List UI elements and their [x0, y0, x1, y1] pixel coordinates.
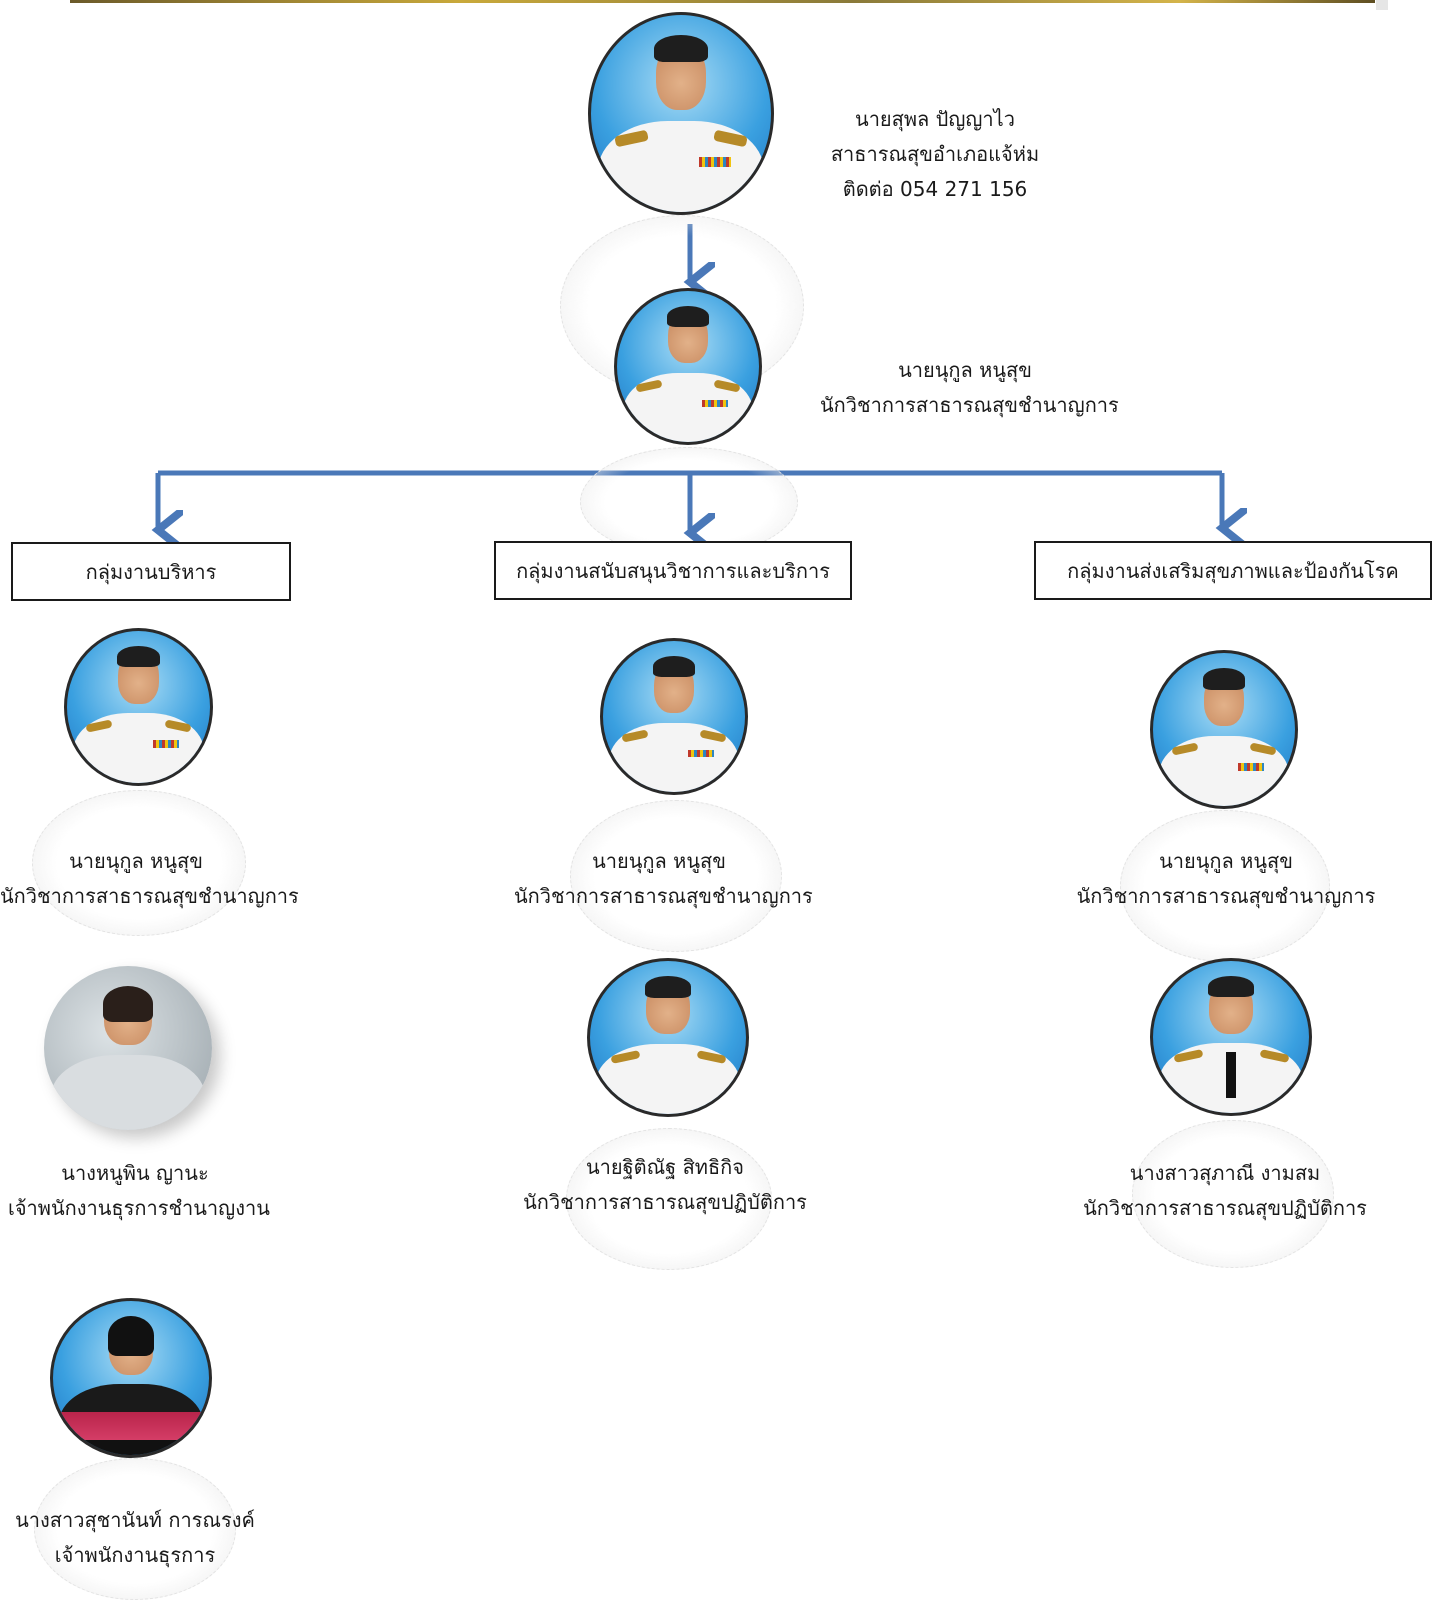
halo-admin-1: [32, 790, 246, 936]
admin-member-3-info: นางสาวสุชานันท์ การณรงค์ เจ้าพนักงานธุรก…: [10, 1503, 260, 1573]
promotion-member-1-portrait: [1150, 650, 1298, 809]
promotion-member-1-name: นายนุกูล หนูสุข: [1159, 849, 1293, 873]
promotion-member-2-portrait: [1150, 958, 1312, 1116]
deputy-position: นักวิชาการสาธารณสุขชำนาญการ: [820, 393, 1119, 417]
admin-member-2-name: นางหนูพิน ญานะ: [61, 1161, 209, 1185]
promotion-member-1-info: นายนุกูล หนูสุข นักวิชาการสาธารณสุขชำนาญ…: [1076, 844, 1376, 914]
admin-member-3-portrait: [50, 1298, 212, 1458]
halo-promotion-1: [1120, 810, 1330, 962]
admin-member-1-portrait: [64, 628, 213, 786]
admin-member-3-name: นางสาวสุชานันท์ การณรงค์: [15, 1508, 255, 1532]
support-member-1-position: นักวิชาการสาธารณสุขชำนาญการ: [514, 884, 813, 908]
promotion-member-2-position: นักวิชาการสาธารณสุขปฏิบัติการ: [1083, 1196, 1367, 1220]
head-portrait: [588, 12, 774, 215]
support-member-1-info: นายนุกูล หนูสุข นักวิชาการสาธารณสุขชำนาญ…: [514, 844, 813, 914]
admin-member-2-info: นางหนูพิน ญานะ เจ้าพนักงานธุรการชำนาญงาน: [8, 1156, 270, 1226]
deputy-info: นายนุกูล หนูสุข นักวิชาการสาธารณสุขชำนาญ…: [820, 353, 1119, 423]
group-box-admin: กลุ่มงานบริหาร: [11, 542, 291, 601]
admin-member-2-position: เจ้าพนักงานธุรการชำนาญงาน: [8, 1196, 270, 1220]
halo-promotion-2: [1132, 1120, 1334, 1268]
halo-admin-3: [34, 1458, 236, 1600]
promotion-member-2-info: นางสาวสุภาณี งามสม นักวิชาการสาธารณสุขปฏ…: [1080, 1156, 1370, 1226]
top-banner: [70, 0, 1375, 3]
top-banner-edge: [1376, 0, 1388, 10]
deputy-portrait: [614, 288, 762, 445]
head-info: นายสุพล ปัญญาไว สาธารณสุขอำเภอแจ้ห่ม ติด…: [820, 102, 1050, 207]
head-position: สาธารณสุขอำเภอแจ้ห่ม: [830, 142, 1040, 166]
halo-support-2: [566, 1128, 772, 1270]
support-member-2-name: นายฐิติณัฐ สิทธิกิจ: [585, 1155, 745, 1179]
support-member-2-position: นักวิชาการสาธารณสุขปฏิบัติการ: [523, 1190, 807, 1214]
admin-member-1-position: นักวิชาการสาธารณสุขชำนาญการ: [0, 884, 299, 908]
group-box-promotion: กลุ่มงานส่งเสริมสุขภาพและป้องกันโรค: [1034, 541, 1432, 600]
support-member-1-portrait: [600, 638, 748, 795]
promotion-member-2-name: นางสาวสุภาณี งามสม: [1129, 1161, 1321, 1185]
admin-member-2-portrait: [44, 966, 212, 1130]
admin-member-3-position: เจ้าพนักงานธุรการ: [54, 1543, 216, 1567]
admin-member-1-name: นายนุกูล หนูสุข: [69, 849, 203, 873]
group-box-support: กลุ่มงานสนับสนุนวิชาการและบริการ: [494, 541, 852, 600]
deputy-name: นายนุกูล หนูสุข: [898, 358, 1032, 382]
support-member-2-info: นายฐิติณัฐ สิทธิกิจ นักวิชาการสาธารณสุขป…: [520, 1150, 810, 1220]
admin-member-1-info: นายนุกูล หนูสุข นักวิชาการสาธารณสุขชำนาญ…: [0, 844, 299, 914]
support-member-2-portrait: [587, 958, 749, 1117]
halo-support-1: [570, 800, 782, 952]
head-contact: ติดต่อ 054 271 156: [842, 177, 1028, 201]
support-member-1-name: นายนุกูล หนูสุข: [592, 849, 726, 873]
head-name: นายสุพล ปัญญาไว: [855, 107, 1015, 131]
promotion-member-1-position: นักวิชาการสาธารณสุขชำนาญการ: [1076, 884, 1376, 908]
